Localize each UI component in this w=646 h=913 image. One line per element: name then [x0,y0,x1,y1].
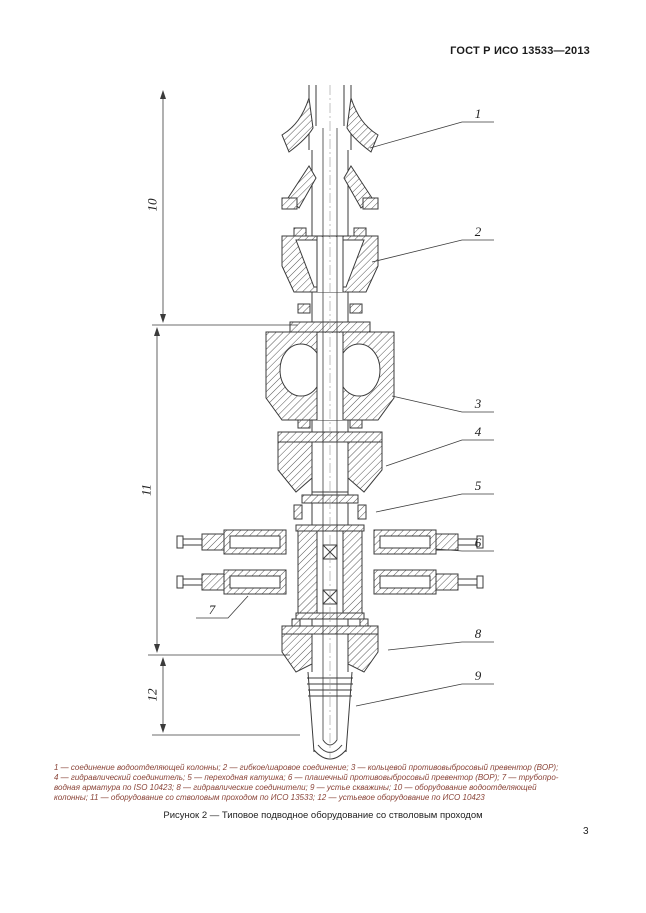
page-number: 3 [583,826,589,837]
ram-actuator-left-1 [176,529,287,555]
callout-1: 1 [474,106,482,121]
dimension-lines [148,90,300,736]
callout-leaders [196,121,494,707]
callout-6: 6 [474,535,482,550]
subsea-stack-drawing [148,85,494,760]
ram-actuator-right-1 [373,529,484,555]
ram-actuator-left-2 [176,569,287,595]
callout-3: 3 [474,396,482,411]
legend-line: водная арматура по ISO 10423; 8 — гидрав… [54,783,537,792]
legend-line: колонны; 11 — оборудование со стволовым … [54,793,485,802]
standard-code-header: ГОСТ Р ИСО 13533—2013 [450,45,590,57]
dimension-label-12: 12 [144,688,160,702]
callout-2: 2 [474,224,482,239]
legend-line: 1 — соединение водоотделяющей колонны; 2… [54,763,559,772]
figure-caption: Рисунок 2 — Типовое подводное оборудован… [163,810,483,821]
dimension-label-11: 11 [138,483,154,497]
ram-bop [176,524,484,620]
callout-9: 9 [474,668,482,683]
legend-line: 4 — гидравлический соединитель; 5 — пере… [54,773,559,782]
bore-lines [322,128,338,740]
dimension-label-10: 10 [144,198,160,212]
callout-5: 5 [474,478,482,493]
callout-7: 7 [208,602,216,617]
callout-4: 4 [474,424,482,439]
pipe-flange-nubs [297,303,363,314]
ram-actuator-right-2 [373,569,484,595]
callout-8: 8 [474,626,482,641]
figure-legend: 1 — соединение водоотделяющей колонны; 2… [54,763,596,803]
flex-joint [281,97,379,210]
flex-joint-connector [281,227,379,293]
figure-2-drawing-area: 1 2 3 4 5 6 7 8 9 10 11 12 [138,85,494,760]
